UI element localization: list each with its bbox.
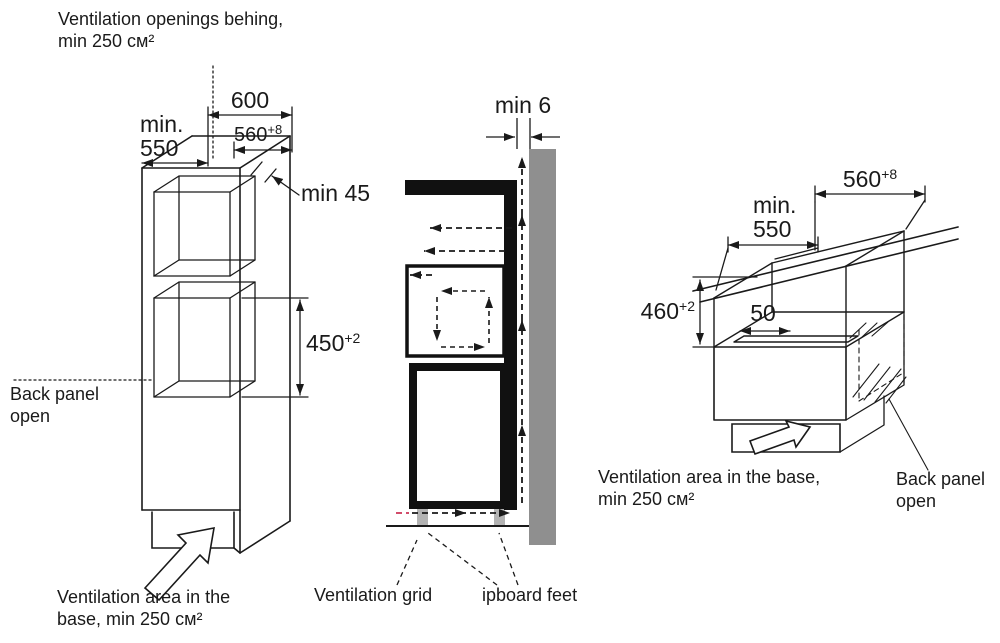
airflow-arrow-base-right: [748, 419, 812, 456]
dim-min550-value: 550: [140, 135, 178, 161]
tall-cabinet-labels: Ventilation openings behing, min 250 см²…: [10, 9, 370, 629]
vent-base-note-line2: base, min 250 см²: [57, 609, 202, 629]
back-panel-open-line1: Back panel: [10, 384, 99, 404]
back-panel-open-leader: [888, 398, 929, 471]
vent-base-note-right-line1: Ventilation area in the base,: [598, 467, 820, 487]
back-panel-open-right-line2: open: [896, 491, 936, 511]
ventilation-grid-label: Ventilation grid: [314, 585, 432, 605]
cupboard-foot-left: [417, 508, 428, 526]
vent-openings-note-line2: min 250 см²: [58, 31, 154, 51]
tall-cabinet-dimensions: [13, 65, 309, 398]
dim-45-leader: [271, 175, 300, 196]
feet-leader-left: [427, 532, 498, 586]
grid-leader: [396, 539, 418, 586]
back-panel-open-line2: open: [10, 406, 50, 426]
side-hatching: [852, 363, 907, 404]
base-cabinet-dimensions: [692, 185, 926, 348]
dim-600-label: 600: [231, 87, 269, 113]
niche-lines: [713, 230, 905, 348]
dim-min6-label: min 6: [495, 92, 551, 118]
dim-min550-word: min.: [140, 111, 183, 137]
vent-openings-note-line1: Ventilation openings behing,: [58, 9, 283, 29]
cross-section-dimensions: [396, 118, 560, 586]
dim-460-label: 460+2: [641, 298, 696, 324]
vent-base-note-right-line2: min 250 см²: [598, 489, 694, 509]
tall-cabinet-outline: [141, 135, 291, 554]
wall-section: [529, 149, 556, 545]
floor-hatching: [849, 321, 889, 339]
appliance-section: [405, 264, 506, 358]
dim-min550-value: 550: [753, 216, 791, 242]
dim-50-label: 50: [750, 300, 776, 326]
dim-560-label: 560+8: [843, 166, 898, 192]
back-panel-open-right-line1: Back panel: [896, 469, 985, 489]
dim-min550-word: min.: [753, 192, 796, 218]
worktop-lines: [692, 226, 959, 303]
base-cabinet-diagram: [692, 185, 959, 471]
appliance-air-loop: [433, 287, 493, 351]
tall-cabinet-diagram: [13, 65, 309, 602]
dim-min45-label: min 45: [301, 180, 370, 206]
cross-section-diagram: min 6 Ventilation grid ipboard feet: [314, 92, 577, 605]
open-back-panel-marks: [849, 314, 929, 471]
feet-leader-right: [498, 532, 519, 586]
dim-450-label: 450+2: [306, 330, 361, 356]
vent-base-note-line1: Ventilation area in the: [57, 587, 230, 607]
cabinet-top-panel-section: [405, 180, 517, 195]
dim-45-ticks: [250, 161, 277, 183]
dim-560-label: 560+8: [234, 122, 282, 146]
lower-compartment-section: [409, 363, 508, 509]
base-vent-slot: [733, 335, 859, 343]
base-cabinet-labels: 560+8 min. 550 460+2 50 Ventilation area…: [598, 166, 985, 511]
tall-cabinet-interior: [153, 175, 256, 398]
airflow-arrows: [396, 157, 526, 517]
airflow-arrow-base-left: [143, 526, 215, 602]
cupboard-feet-label: ipboard feet: [482, 585, 577, 605]
cupboard-foot-right: [494, 508, 505, 526]
